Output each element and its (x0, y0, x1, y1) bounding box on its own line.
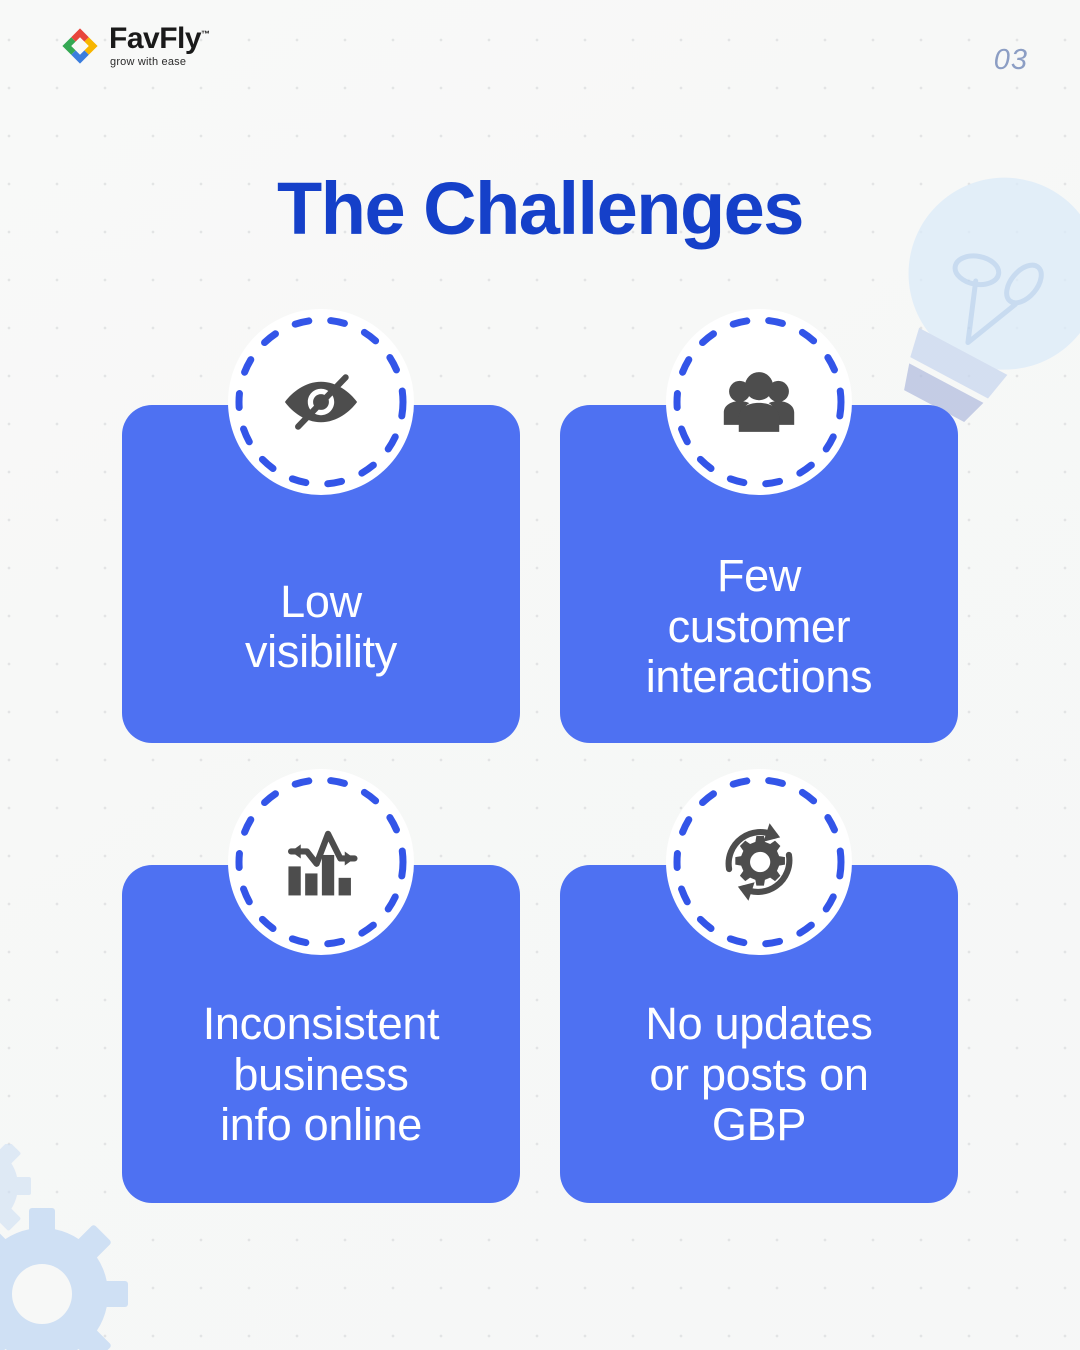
trademark-symbol: ™ (201, 29, 210, 39)
challenge-icon-badge (228, 309, 414, 495)
challenge-card-few-interactions[interactable]: Few customer interactions (560, 309, 958, 743)
challenge-card-label: Low visibility (244, 575, 398, 677)
gear-refresh-icon (666, 769, 852, 955)
challenge-icon-badge (228, 769, 414, 955)
brand-name: FavFly™ (109, 22, 210, 55)
challenge-card-low-visibility[interactable]: Low visibility (122, 309, 520, 743)
challenge-icon-badge (666, 309, 852, 495)
eye-off-icon (228, 309, 414, 495)
page-number: 03 (993, 44, 1028, 76)
favfly-diamond-logo-icon (62, 28, 98, 64)
brand-tagline: grow with ease (110, 56, 187, 68)
challenge-card-label: Inconsistent business info online (202, 998, 440, 1151)
challenge-card-label: Few customer interactions (645, 550, 873, 703)
challenge-card-label: No updates or posts on GBP (645, 998, 873, 1151)
brand-logo[interactable]: FavFly™ grow with ease (60, 24, 210, 68)
challenge-icon-badge (666, 769, 852, 955)
challenges-grid: Low visibility (122, 309, 958, 1203)
page-title: The Challenges (277, 167, 804, 250)
bar-chart-volatile-icon (228, 769, 414, 955)
challenge-card-inconsistent-info[interactable]: Inconsistent business info online (122, 769, 520, 1203)
challenge-card-no-updates[interactable]: No updates or posts on GBP (560, 769, 958, 1203)
users-group-icon (666, 309, 852, 495)
